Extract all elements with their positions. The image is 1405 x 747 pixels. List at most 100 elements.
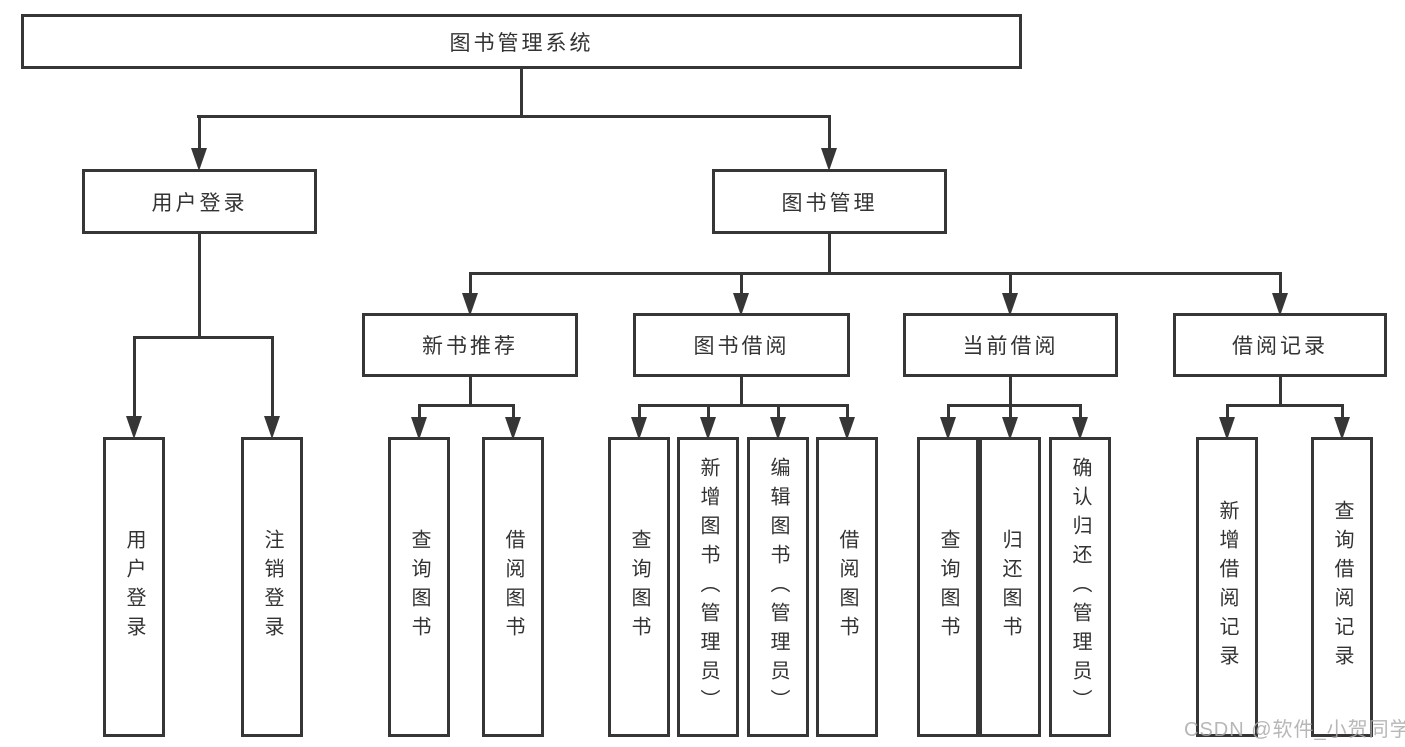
arrow-stem	[1078, 407, 1082, 420]
node-label: 确认归还（管理员）	[1069, 456, 1091, 718]
node-library-management-system: 图书管理系统	[21, 14, 1022, 69]
connector-user-login-vline	[198, 234, 201, 339]
arrow-down-icon	[700, 407, 716, 440]
node-label: 图书管理系统	[449, 31, 594, 55]
connector-book-management-hbar	[469, 272, 1282, 275]
arrow-down-icon	[411, 407, 427, 440]
node-label: 借阅图书	[836, 529, 858, 645]
arrow-stem	[1225, 407, 1229, 420]
arrow-stem	[776, 407, 780, 420]
node-user-login: 用户登录	[82, 169, 317, 234]
arrow-down-icon	[1072, 407, 1088, 440]
node-label: 查询借阅记录	[1331, 500, 1353, 674]
arrow-stem	[417, 407, 421, 420]
connector-new-book-vline	[469, 377, 472, 407]
node-label: 注销登录	[261, 529, 283, 645]
arrow-stem	[511, 407, 515, 420]
arrow-head	[733, 293, 749, 316]
node-label: 用户登录	[151, 191, 248, 215]
connector-borrow-record-vline	[1279, 377, 1282, 407]
arrow-head	[1072, 417, 1088, 440]
arrow-head	[940, 417, 956, 440]
connector-root-vline	[520, 68, 523, 118]
arrow-head	[1334, 417, 1350, 440]
arrow-head	[700, 417, 716, 440]
arrow-stem	[946, 407, 950, 420]
arrow-stem	[827, 118, 831, 151]
arrow-down-icon	[821, 118, 837, 171]
arrow-stem	[637, 407, 641, 420]
node-label: 借阅记录	[1232, 335, 1328, 358]
leaf-confirm-return-admin: 确认归还（管理员）	[1049, 437, 1111, 737]
arrow-stem	[706, 407, 710, 420]
arrow-down-icon	[631, 407, 647, 440]
leaf-query-borrow-record: 查询借阅记录	[1311, 437, 1373, 737]
node-label: 新增借阅记录	[1216, 500, 1238, 674]
arrow-stem	[1008, 407, 1012, 420]
arrow-down-icon	[1002, 275, 1018, 316]
arrow-head	[462, 293, 478, 316]
arrow-down-icon	[839, 407, 855, 440]
arrow-head	[821, 148, 837, 171]
arrow-down-icon	[733, 275, 749, 316]
arrow-down-icon	[1219, 407, 1235, 440]
arrow-head	[1272, 293, 1288, 316]
arrow-head	[191, 148, 207, 171]
arrow-down-icon	[1272, 275, 1288, 316]
arrow-stem	[197, 118, 201, 151]
node-label: 查询图书	[937, 529, 959, 645]
leaf-add-books-admin: 新增图书（管理员）	[677, 437, 739, 737]
node-label: 查询图书	[628, 529, 650, 645]
arrow-head	[264, 416, 280, 439]
csdn-watermark: CSDN @软件_小贺同学	[1184, 719, 1405, 741]
arrow-head	[631, 417, 647, 440]
connector-root-hbar	[197, 115, 831, 118]
arrow-down-icon	[191, 118, 207, 171]
arrow-stem	[468, 275, 472, 296]
arrow-stem	[845, 407, 849, 420]
arrow-stem	[1008, 275, 1012, 296]
arrow-down-icon	[770, 407, 786, 440]
leaf-borrow-books-recommend: 借阅图书	[482, 437, 544, 737]
connector-book-borrow-hbar	[638, 404, 849, 407]
arrow-stem	[739, 275, 743, 296]
node-label: 图书管理	[781, 191, 878, 215]
arrow-down-icon	[126, 339, 142, 439]
connector-user-login-hbar	[133, 336, 274, 339]
node-label: 借阅图书	[502, 529, 524, 645]
arrow-head	[126, 416, 142, 439]
leaf-query-books-recommend: 查询图书	[388, 437, 450, 737]
arrow-down-icon	[264, 339, 280, 439]
node-new-book-recommendation: 新书推荐	[362, 313, 578, 377]
leaf-user-login: 用户登录	[103, 437, 165, 737]
arrow-down-icon	[462, 275, 478, 316]
arrow-head	[839, 417, 855, 440]
connector-book-management-vline	[828, 234, 831, 275]
arrow-head	[411, 417, 427, 440]
leaf-logout: 注销登录	[241, 437, 303, 737]
arrow-head	[1219, 417, 1235, 440]
arrow-head	[1002, 417, 1018, 440]
arrow-down-icon	[1334, 407, 1350, 440]
node-book-borrowing: 图书借阅	[633, 313, 850, 377]
arrow-stem	[1340, 407, 1344, 420]
node-label: 归还图书	[999, 529, 1021, 645]
arrow-head	[770, 417, 786, 440]
node-book-management: 图书管理	[712, 169, 947, 234]
node-label: 用户登录	[123, 529, 145, 645]
connector-new-book-hbar	[418, 404, 515, 407]
connector-borrow-record-hbar	[1226, 404, 1344, 407]
leaf-edit-books-admin: 编辑图书（管理员）	[747, 437, 809, 737]
arrow-down-icon	[505, 407, 521, 440]
connector-current-borrow-vline	[1009, 377, 1012, 407]
node-borrowing-records: 借阅记录	[1173, 313, 1387, 377]
node-label: 图书借阅	[693, 335, 790, 358]
arrow-stem	[1278, 275, 1282, 296]
arrow-head	[505, 417, 521, 440]
arrow-stem	[132, 339, 136, 419]
arrow-head	[1002, 293, 1018, 316]
arrow-stem	[270, 339, 274, 419]
arrow-down-icon	[1002, 407, 1018, 440]
connector-current-borrow-hbar	[947, 404, 1082, 407]
